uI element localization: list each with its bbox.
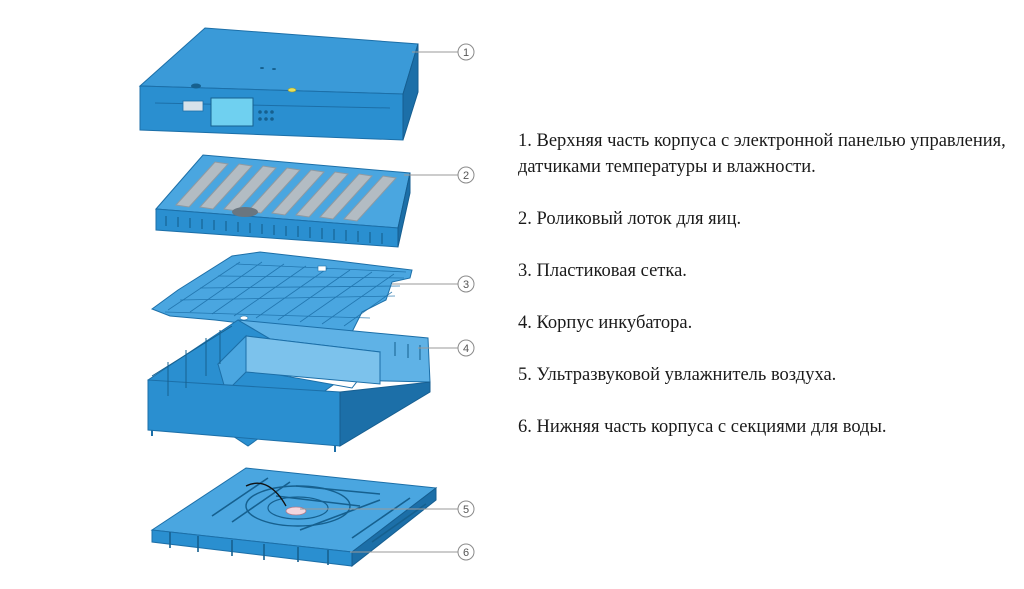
- legend-item-6: 6. Нижняя часть корпуса с секциями для в…: [518, 417, 887, 437]
- legend-item-1: 1. Верхняя часть корпуса с электронной п…: [518, 131, 1006, 177]
- part-top-cover: [138, 27, 419, 141]
- part-roller-tray: [154, 154, 411, 248]
- rollers: [175, 161, 397, 222]
- display-screen: [210, 97, 254, 127]
- callout-1-number: 1: [463, 47, 469, 59]
- control-buttons: [258, 110, 274, 121]
- callout-4: 4: [457, 339, 475, 357]
- callout-5: 5: [457, 500, 475, 518]
- leader-lines: [300, 51, 458, 553]
- legend-item-3: 3. Пластиковая сетка.: [518, 261, 687, 281]
- part-plastic-mesh: [150, 251, 413, 333]
- legend-item-2: 2. Роликовый лоток для яиц.: [518, 209, 742, 229]
- callout-3-number: 3: [463, 279, 469, 291]
- ultrasonic-humidifier: [285, 506, 307, 516]
- logo-plate: [182, 100, 204, 112]
- legend-item-5: 5. Ультразвуковой увлажнитель воздуха.: [518, 365, 837, 385]
- part-bottom-water-sections: [150, 467, 438, 568]
- callout-2: 2: [457, 166, 475, 184]
- part-incubator-body: [147, 319, 431, 452]
- callout-6-number: 6: [463, 547, 469, 559]
- callout-3: 3: [457, 275, 475, 293]
- legend: 1. Верхняя часть корпуса с электронной п…: [518, 128, 1008, 466]
- callout-2-number: 2: [463, 170, 469, 182]
- callout-1: 1: [457, 43, 475, 61]
- callout-5-number: 5: [463, 504, 469, 516]
- legend-item-4: 4. Корпус инкубатора.: [518, 313, 693, 333]
- callout-6: 6: [457, 543, 475, 561]
- callout-4-number: 4: [463, 343, 469, 355]
